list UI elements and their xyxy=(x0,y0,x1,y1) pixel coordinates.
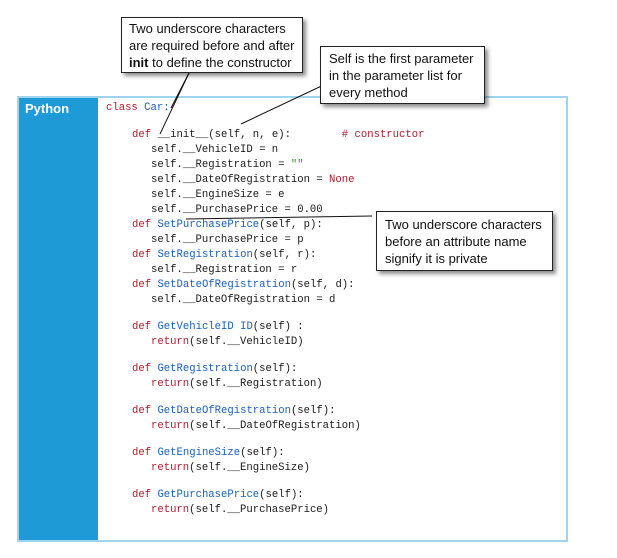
code-token: GetRegistration xyxy=(157,363,253,375)
code-token: GetEngineSize xyxy=(157,447,241,459)
callout-self-line2: in the parameter list for xyxy=(329,68,462,83)
code-line: def GetPurchasePrice(self): xyxy=(132,488,304,503)
code-token: # constructor xyxy=(290,129,425,141)
code-line: self.__PurchasePrice = p xyxy=(151,233,304,248)
callout-self: Self is the first parameter in the param… xyxy=(320,46,485,104)
code-line: def GetVehicleID ID(self) : xyxy=(132,320,304,335)
language-sidebar: Python xyxy=(19,98,98,540)
code-token: (self.__VehicleID) xyxy=(189,336,304,348)
init-keyword: init xyxy=(129,55,149,70)
code-token: self.__PurchasePrice = 0.00 xyxy=(151,204,323,216)
code-line: return(self.__VehicleID) xyxy=(151,335,304,350)
callout-self-line3: every method xyxy=(329,85,408,100)
code-line: return(self.__Registration) xyxy=(151,377,323,392)
callout-constructor-line3: init to define the constructor xyxy=(129,54,295,71)
code-token: def xyxy=(132,363,158,375)
code-token: __init__(self, n, e): xyxy=(157,129,291,141)
code-line: def SetRegistration(self, r): xyxy=(132,248,316,263)
code-token: (self.__Registration) xyxy=(189,378,323,390)
code-token: def xyxy=(132,489,158,501)
code-token: (self, r): xyxy=(252,249,317,261)
code-token: self.__EngineSize = e xyxy=(151,189,285,201)
code-line-class: class Car: xyxy=(106,101,170,116)
code-line: return(self.__EngineSize) xyxy=(151,461,310,476)
code-token: (self): xyxy=(290,405,336,417)
code-token: None xyxy=(329,174,355,186)
code-token: GetVehicleID ID xyxy=(157,321,253,333)
code-token: self.__DateOfRegistration = d xyxy=(151,294,336,306)
code-line: self.__DateOfRegistration = d xyxy=(151,293,335,308)
code-token: SetPurchasePrice xyxy=(157,219,260,231)
code-line: self.__Registration = r xyxy=(151,263,297,278)
callout-self-line1: Self is the first parameter xyxy=(329,51,474,66)
code-token: self.__Registration = xyxy=(151,159,291,171)
code-token: def xyxy=(132,249,158,261)
code-token: self.__DateOfRegistration = xyxy=(151,174,330,186)
code-line: def SetPurchasePrice(self, p): xyxy=(132,218,323,233)
code-line: def GetRegistration(self): xyxy=(132,362,297,377)
code-token: GetPurchasePrice xyxy=(157,489,260,501)
code-line: self.__VehicleID = n xyxy=(151,143,278,158)
code-line: return(self.__PurchasePrice) xyxy=(151,503,329,518)
code-token: (self.__DateOfRegistration) xyxy=(189,420,361,432)
callout-constructor-line3-rest: to define the constructor xyxy=(148,55,292,70)
code-token: return xyxy=(151,336,190,348)
code-token: self.__Registration = r xyxy=(151,264,298,276)
class-name: Car: xyxy=(144,102,170,114)
callout-constructor: Two underscore characters are required b… xyxy=(121,17,303,73)
code-token: self.__VehicleID = n xyxy=(151,144,279,156)
code-line: def GetEngineSize(self): xyxy=(132,446,285,461)
code-token: def xyxy=(132,321,158,333)
code-line: def __init__(self, n, e): # constructor xyxy=(132,128,424,143)
code-token: self.__PurchasePrice = p xyxy=(151,234,304,246)
callout-private-line3: signify it is private xyxy=(385,251,488,266)
callout-private-line1: Two underscore characters xyxy=(385,217,542,232)
code-line: def SetDateOfRegistration(self, d): xyxy=(132,278,355,293)
code-line: self.__Registration = "" xyxy=(151,158,304,173)
code-line: def GetDateOfRegistration(self): xyxy=(132,404,335,419)
code-token: return xyxy=(151,504,190,516)
code-token: SetRegistration xyxy=(157,249,253,261)
code-token: def xyxy=(132,219,158,231)
callout-private: Two underscore characters before an attr… xyxy=(376,211,553,271)
code-token: def xyxy=(132,129,158,141)
class-keyword: class xyxy=(106,102,138,114)
code-token: (self): xyxy=(252,363,298,375)
code-token: (self, p): xyxy=(259,219,323,231)
code-token: (self): xyxy=(259,489,304,501)
code-token: (self): xyxy=(240,447,285,459)
code-token: (self, d): xyxy=(290,279,355,291)
code-token: SetDateOfRegistration xyxy=(157,279,291,291)
callout-constructor-line2: are required before and after xyxy=(129,38,295,53)
code-line: self.__DateOfRegistration = None xyxy=(151,173,354,188)
code-token: (self.__PurchasePrice) xyxy=(189,504,330,516)
code-token: def xyxy=(132,405,158,417)
callout-private-line2: before an attribute name xyxy=(385,234,527,249)
code-token: GetDateOfRegistration xyxy=(157,405,291,417)
code-line: return(self.__DateOfRegistration) xyxy=(151,419,361,434)
code-token: (self.__EngineSize) xyxy=(189,462,310,474)
code-panel: Python class Car: def __init__(self, n, … xyxy=(17,96,568,542)
code-token: (self) : xyxy=(252,321,304,333)
code-token: return xyxy=(151,462,190,474)
code-block: class Car: def __init__(self, n, e): # c… xyxy=(106,101,424,516)
code-token: return xyxy=(151,378,190,390)
callout-constructor-line1: Two underscore characters xyxy=(129,21,286,36)
code-token: "" xyxy=(290,159,304,171)
code-token: def xyxy=(132,447,158,459)
code-token: def xyxy=(132,279,158,291)
code-line: self.__PurchasePrice = 0.00 xyxy=(151,203,323,218)
code-token: return xyxy=(151,420,190,432)
language-label: Python xyxy=(25,101,70,116)
code-line: self.__EngineSize = e xyxy=(151,188,285,203)
